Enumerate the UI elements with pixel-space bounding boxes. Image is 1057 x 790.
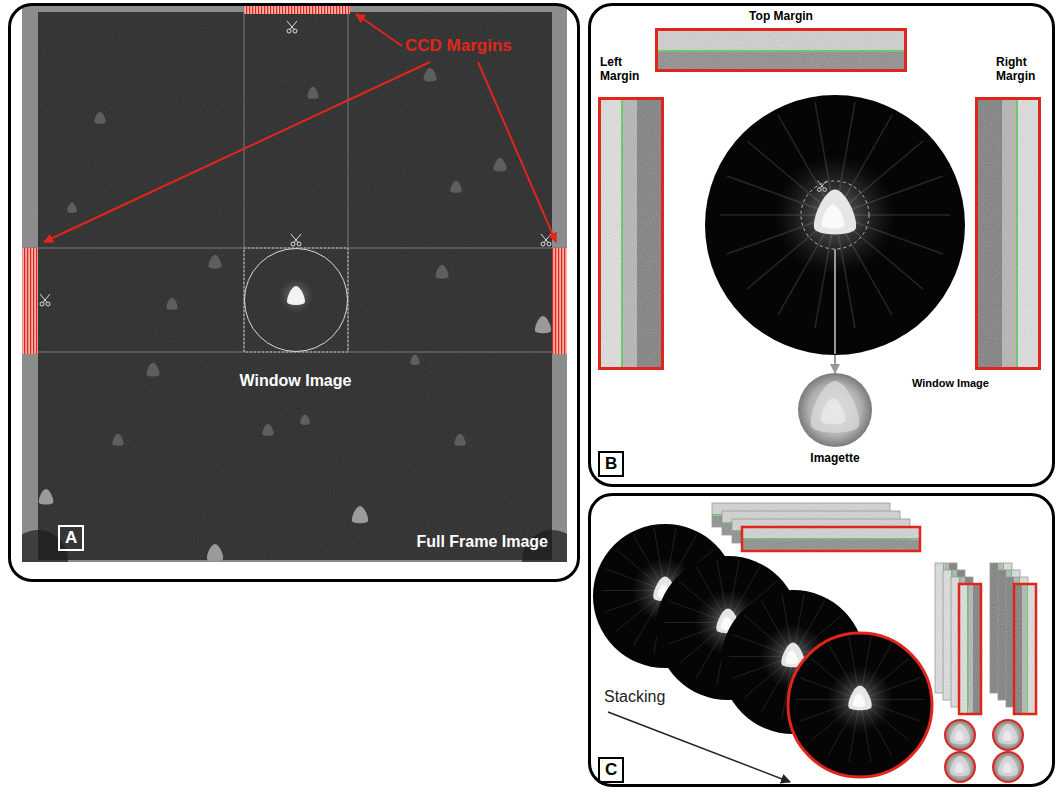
panel-letter: C <box>598 757 624 783</box>
illustration-part <box>44 62 430 242</box>
illustration-part <box>742 527 920 551</box>
panel: BTop MarginLeft MarginRight MarginWindow… <box>588 3 1055 487</box>
panel: A Full Frame Image Window Image <box>8 3 580 582</box>
illustration-part <box>307 87 318 99</box>
illustration-part <box>818 181 827 192</box>
stacked-imagettes <box>945 720 1023 782</box>
strip-label: Right Margin <box>996 55 1048 84</box>
illustration-part <box>454 434 465 446</box>
margin-strip: Left Margin <box>598 97 664 370</box>
imagette <box>798 373 872 447</box>
illustration-part <box>22 530 68 562</box>
illustration-part <box>993 752 1023 782</box>
illustration-part <box>535 316 551 333</box>
illustration-part <box>94 112 105 124</box>
connector-arrow <box>834 355 836 373</box>
illustration-part <box>22 6 567 562</box>
illustration-part <box>38 12 552 560</box>
illustration-part <box>67 203 77 213</box>
panel-letter: B <box>598 451 624 477</box>
illustration-part <box>945 720 1023 782</box>
illustration-part <box>22 248 38 354</box>
illustration-part <box>22 530 567 562</box>
illustration-part <box>658 31 904 69</box>
illustration-part <box>1014 584 1036 714</box>
illustration-part <box>278 278 314 314</box>
illustration-part <box>450 181 461 193</box>
illustration-part <box>39 316 551 561</box>
margin-strip: Top Margin <box>655 28 907 72</box>
image-caption: Imagette <box>785 451 885 465</box>
illustration-part <box>945 720 975 750</box>
illustration-part <box>788 633 932 777</box>
callout-label: CCD Margins <box>405 36 512 56</box>
panel: C Stacking <box>588 493 1055 787</box>
illustration-part <box>300 415 310 425</box>
margin-strips <box>601 31 1038 367</box>
illustration-part <box>207 544 223 561</box>
illustration-part <box>67 68 506 446</box>
illustration-part <box>945 720 975 750</box>
illustration-part <box>244 248 348 352</box>
illustration-part <box>22 6 567 352</box>
illustration-part <box>742 527 920 551</box>
window-image <box>705 95 965 355</box>
illustration-part <box>478 62 556 242</box>
stacking-label: Stacking <box>604 687 665 706</box>
margin-strip: Right Margin <box>975 97 1041 370</box>
illustration-part <box>801 181 869 249</box>
illustration-part <box>552 248 567 354</box>
window-circle: Window Image <box>705 95 965 355</box>
illustration-part <box>978 100 1038 367</box>
leader-arrows <box>44 14 556 242</box>
illustration-part <box>291 234 301 246</box>
illustration-part <box>493 158 506 172</box>
illustration-part <box>993 720 1023 750</box>
illustration-part <box>541 234 551 246</box>
image-caption: Full Frame Image <box>378 532 548 551</box>
illustration-part <box>798 373 872 447</box>
illustration-part <box>945 752 975 782</box>
illustration-part <box>993 752 1023 782</box>
imagette-circle: Imagette <box>798 373 872 447</box>
illustration-part <box>410 355 420 365</box>
illustration-part <box>601 100 661 367</box>
illustration-part <box>959 584 981 714</box>
stacked-margins <box>712 503 1036 714</box>
illustration-part <box>993 720 1023 750</box>
illustration-part <box>40 294 50 306</box>
illustration-part <box>352 506 368 523</box>
illustration-part <box>705 95 965 355</box>
full-frame-image <box>8 6 582 590</box>
window-circle: Window Image <box>244 248 348 352</box>
image-caption: Window Image <box>912 377 1022 390</box>
illustration-part <box>287 286 305 305</box>
illustration-part <box>959 584 981 714</box>
illustration-part <box>287 21 297 33</box>
illustration-part <box>38 12 552 560</box>
illustration-part <box>166 298 177 310</box>
image-caption: Window Image <box>226 371 366 390</box>
illustration-part <box>208 255 221 269</box>
illustration-part <box>945 752 975 782</box>
illustration-part <box>834 249 836 354</box>
panel-letter: A <box>58 525 84 551</box>
illustration-part <box>146 363 159 377</box>
illustration-part <box>244 6 350 14</box>
illustration-part <box>112 434 123 446</box>
stacked-windows <box>593 524 932 777</box>
strip-label: Left Margin <box>600 55 652 84</box>
strip-label: Top Margin <box>655 9 907 23</box>
illustration-part <box>1014 584 1036 714</box>
illustration-part <box>262 424 273 436</box>
illustration-part <box>423 68 436 82</box>
illustration-part <box>435 265 448 279</box>
illustration-part <box>788 633 932 777</box>
illustration-part <box>356 14 402 46</box>
illustration-part <box>39 489 54 505</box>
